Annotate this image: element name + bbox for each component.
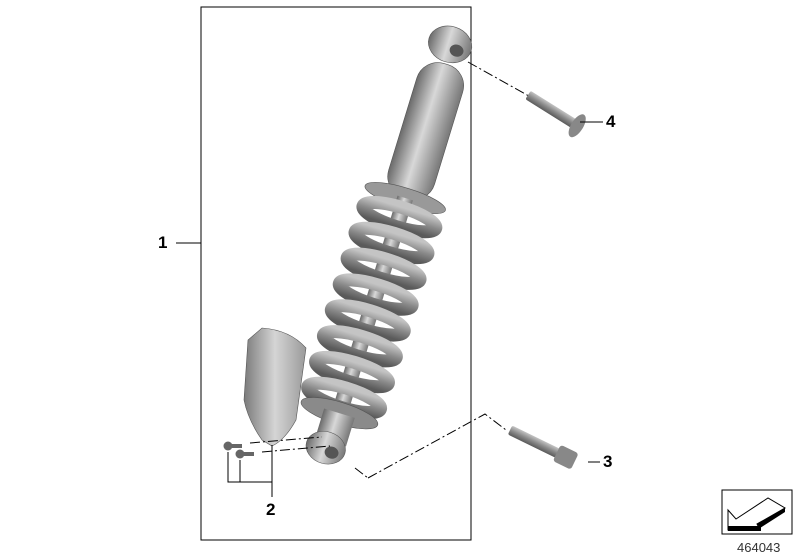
callout-3: 3 [603, 452, 613, 471]
upper-bolt [526, 91, 586, 138]
cover-part [243, 327, 307, 447]
callout-1: 1 [158, 233, 168, 252]
diagram-code: 464043 [737, 540, 781, 555]
callout-2: 2 [266, 500, 276, 519]
callout-4: 4 [606, 112, 616, 131]
leader-line-2 [227, 452, 273, 497]
shock-absorber [300, 25, 473, 465]
direction-arrow-logo [721, 489, 793, 535]
assembly-frame [200, 6, 472, 541]
screws [223, 441, 254, 459]
lower-bolt [508, 426, 578, 469]
